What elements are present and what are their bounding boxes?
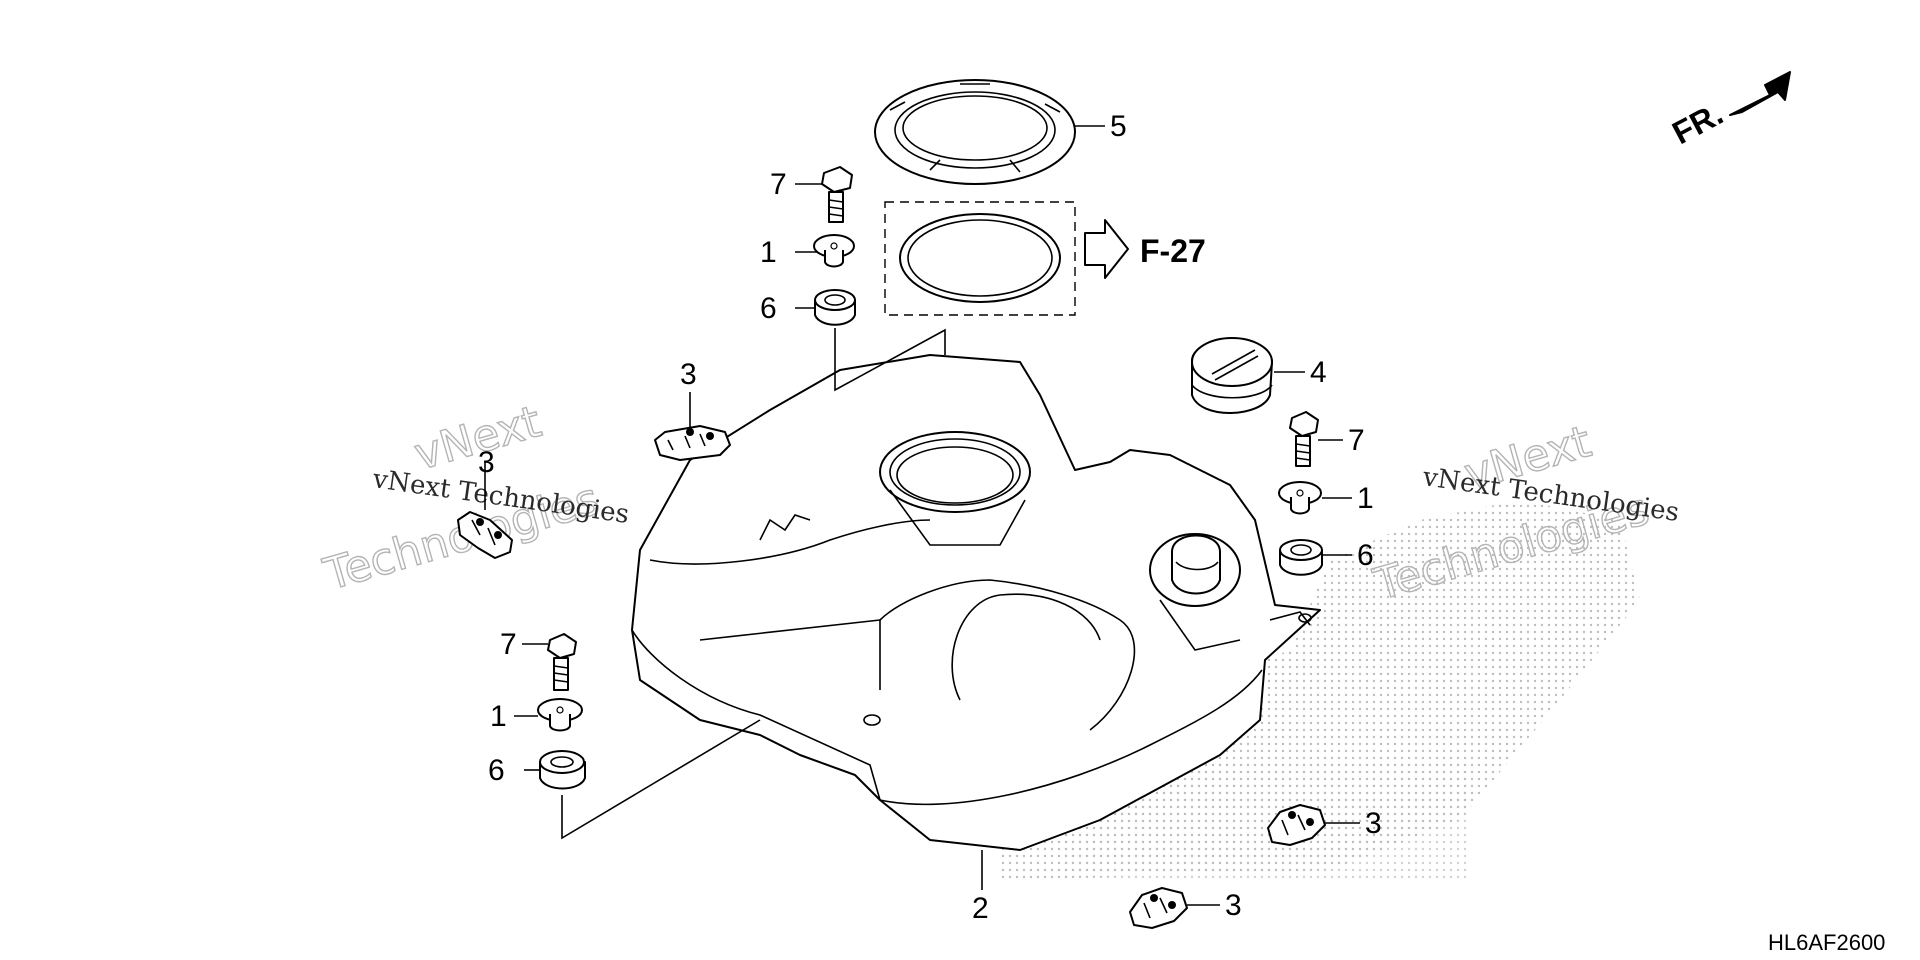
callout-7-lower-left: 7: [500, 628, 517, 661]
part-3-clip-left[interactable]: [457, 511, 513, 559]
callout-5: 5: [1110, 110, 1127, 143]
part-1-collar-right[interactable]: [1278, 481, 1322, 515]
callout-3-upper-left: 3: [680, 358, 697, 391]
fuel-pump-gasket-reference: F-27: [884, 201, 1206, 316]
callout-1-top-left: 1: [760, 236, 777, 269]
part-4-fuel-cap[interactable]: [1190, 337, 1273, 414]
callout-6-right: 6: [1357, 539, 1374, 572]
callout-6-lower-left: 6: [488, 754, 505, 787]
reference-label: F-27: [1140, 233, 1206, 269]
part-6-grommet-lower-left[interactable]: [539, 750, 586, 790]
callout-numbers: 5 7 1 6 3 3 4 7 1 6 7 1 6 3 3 2: [478, 110, 1382, 925]
part-5-lock-ring[interactable]: [874, 79, 1076, 185]
callout-2: 2: [972, 892, 989, 925]
callout-3-lower-right: 3: [1365, 807, 1382, 840]
part-7-bolt-top-left[interactable]: [821, 166, 853, 223]
callout-7-top-left: 7: [770, 168, 787, 201]
reference-arrow-icon: [1084, 219, 1129, 279]
callout-1-lower-left: 1: [490, 700, 507, 733]
front-arrow-icon: [1729, 71, 1791, 116]
part-7-bolt-lower-left[interactable]: [547, 633, 577, 691]
callout-7-right: 7: [1348, 424, 1365, 457]
part-3-clip-lower-right[interactable]: [1267, 804, 1326, 846]
part-6-grommet-right[interactable]: [1279, 539, 1323, 576]
callout-1-right: 1: [1357, 482, 1374, 515]
part-3-clip-bottom[interactable]: [1129, 887, 1188, 929]
part-1-collar-top-left[interactable]: [813, 234, 855, 268]
part-3-clip-upper-left[interactable]: [654, 425, 731, 461]
part-2-fuel-tank[interactable]: [631, 354, 1321, 851]
part-7-bolt-right[interactable]: [1289, 411, 1319, 467]
watermark-left: vNext Technologies vNext Technologies: [317, 395, 631, 601]
callout-3-left: 3: [478, 446, 495, 479]
part-1-collar-lower-left[interactable]: [537, 698, 583, 732]
callout-6-top-left: 6: [760, 292, 777, 325]
front-direction-label: FR.: [1666, 95, 1728, 151]
callout-3-bottom: 3: [1225, 889, 1242, 922]
drawing-code: HL6AF2600: [1768, 930, 1885, 955]
front-direction-indicator: FR.: [1666, 71, 1791, 151]
callout-4: 4: [1310, 356, 1327, 389]
leader-lines: [484, 125, 1360, 906]
part-6-grommet-top-left[interactable]: [814, 289, 856, 326]
